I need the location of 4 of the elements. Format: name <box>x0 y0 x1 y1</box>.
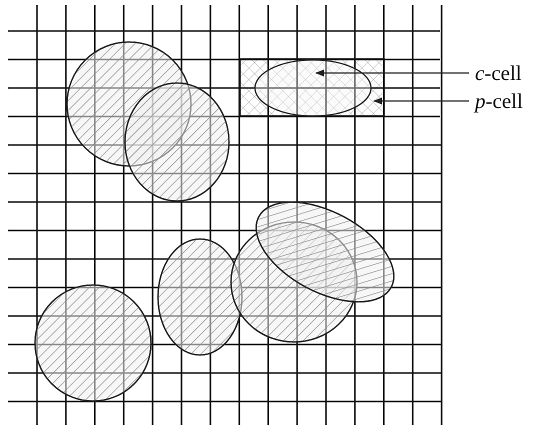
cell-label: p-cell <box>475 89 523 113</box>
leader-line <box>373 97 469 105</box>
leader-line <box>315 69 469 77</box>
cell-label: c-cell <box>475 61 522 85</box>
